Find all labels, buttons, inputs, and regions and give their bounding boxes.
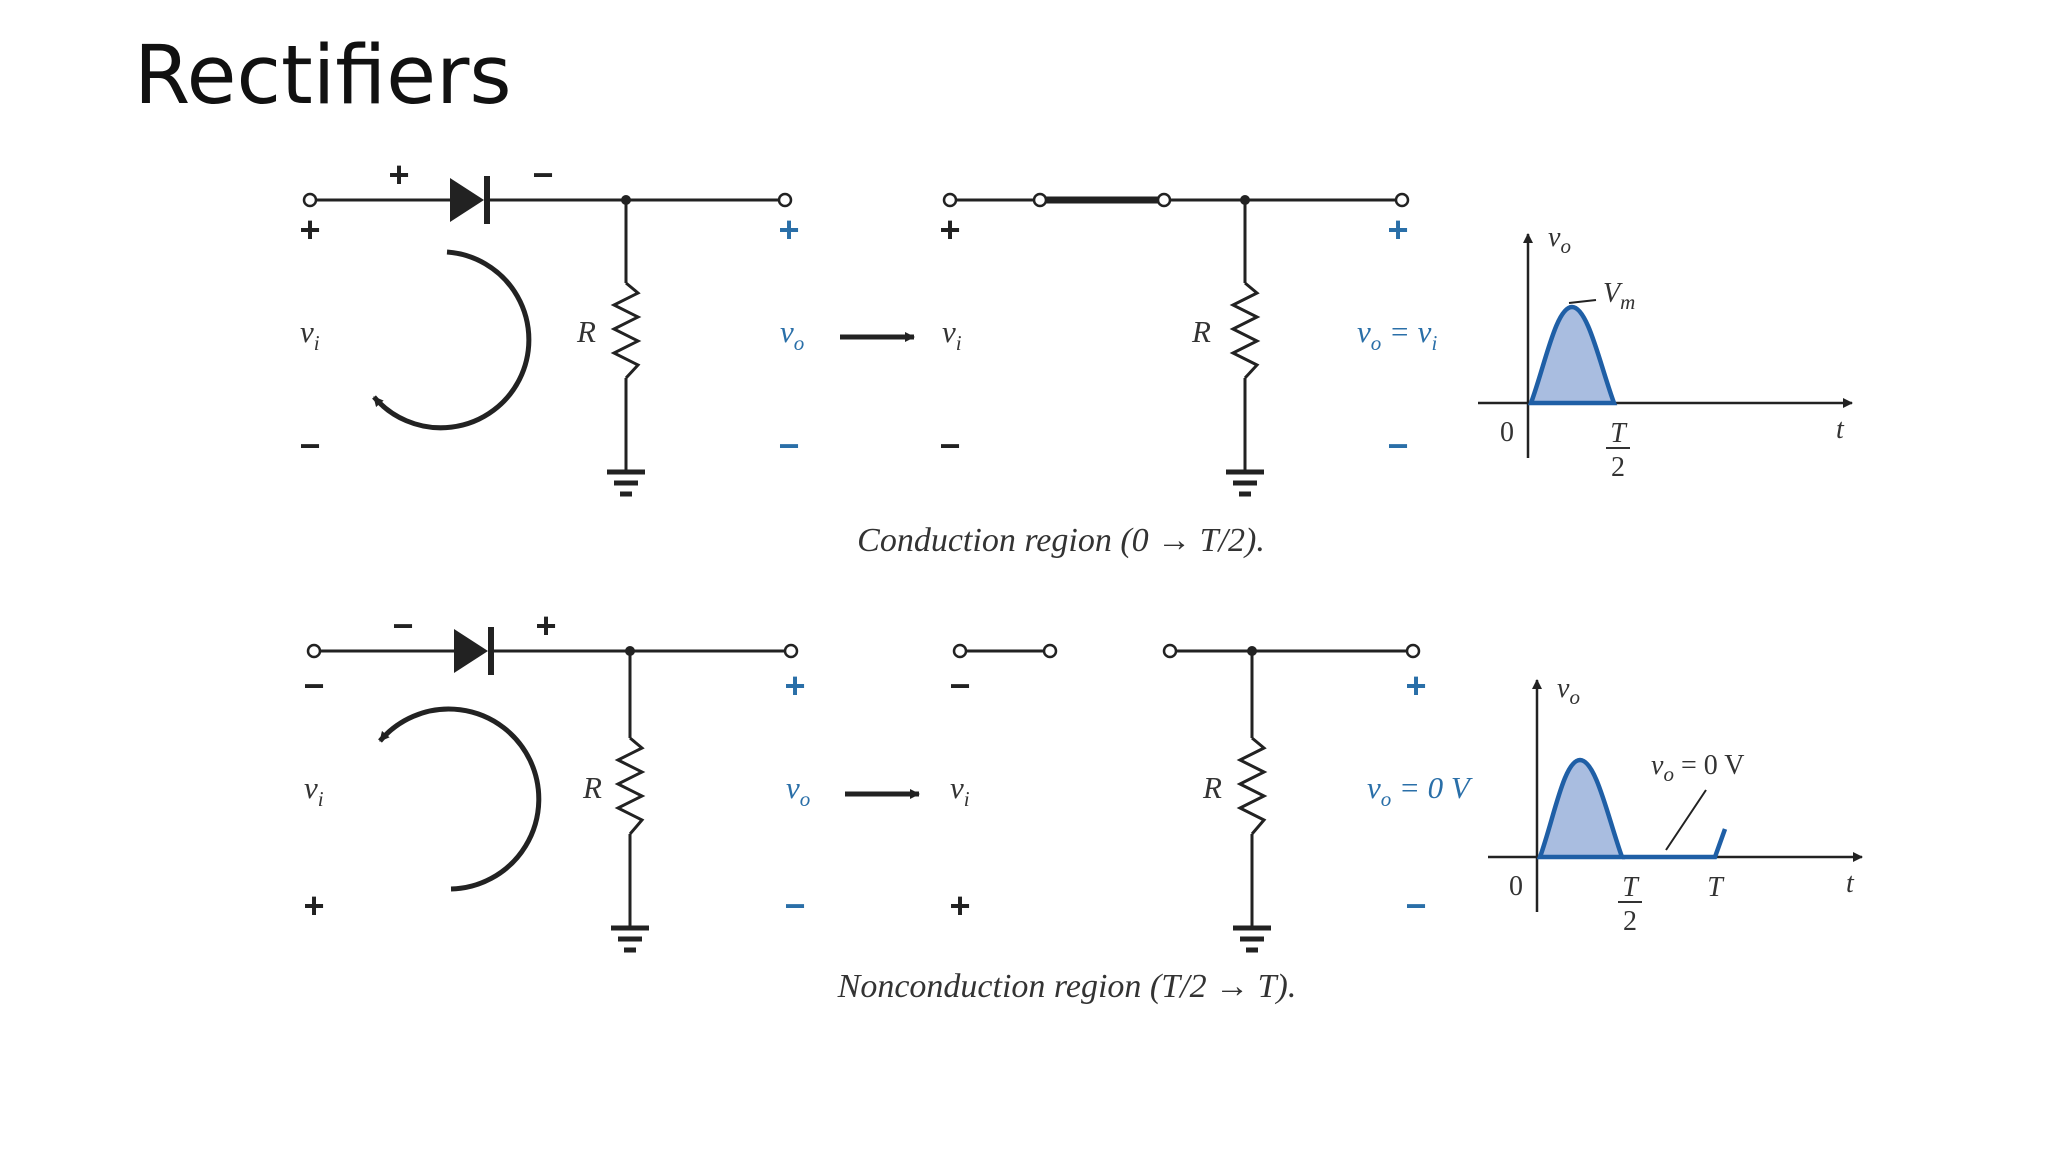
source-label: vi bbox=[304, 770, 324, 811]
source-label: vi bbox=[300, 314, 320, 355]
resistor-label: R bbox=[576, 314, 596, 349]
open-switch-contact bbox=[1042, 643, 1058, 659]
output-top-sign: + bbox=[784, 665, 805, 706]
half-wave-pulse bbox=[1527, 304, 1618, 406]
current-arrow-icon bbox=[372, 249, 532, 431]
source-top-sign: + bbox=[299, 209, 320, 250]
x-axis-label: t bbox=[1846, 868, 1855, 899]
half-period-numerator: T bbox=[1610, 418, 1628, 449]
input-terminal bbox=[306, 643, 322, 659]
origin-label: 0 bbox=[1500, 417, 1514, 448]
source-label: vi bbox=[950, 770, 970, 811]
bottom-output-graph: vo vo = 0 V 0 t T 2 T bbox=[1488, 673, 1863, 937]
top-caption: Conduction region (0 → T/2). bbox=[857, 522, 1265, 559]
switch-contact bbox=[1156, 192, 1172, 208]
ground-icon bbox=[1226, 469, 1264, 497]
half-period-denominator: 2 bbox=[1623, 906, 1637, 937]
bottom-caption: Nonconduction region (T/2 → T). bbox=[837, 968, 1297, 1005]
output-equation: vo = 0 V bbox=[1367, 770, 1473, 811]
top-original-circuit: + − + − vi R + − vo bbox=[299, 154, 804, 497]
input-terminal bbox=[302, 192, 318, 208]
ground-icon bbox=[607, 469, 645, 497]
output-terminal bbox=[783, 643, 799, 659]
source-bottom-sign: − bbox=[939, 425, 960, 466]
bottom-equivalent-circuit: − + vi R + − vo = 0 V bbox=[949, 643, 1473, 953]
input-terminal bbox=[942, 192, 958, 208]
diode-cathode-sign: + bbox=[535, 605, 556, 646]
resistor-label: R bbox=[582, 770, 602, 805]
source-top-sign: + bbox=[939, 209, 960, 250]
output-bottom-sign: − bbox=[784, 885, 805, 926]
current-arrow-icon bbox=[378, 706, 542, 892]
full-period-label: T bbox=[1707, 872, 1725, 903]
resistor-symbol bbox=[1229, 281, 1261, 380]
output-top-sign: + bbox=[1387, 209, 1408, 250]
output-terminal bbox=[1405, 643, 1421, 659]
top-output-graph: vo Vm 0 t T 2 bbox=[1478, 222, 1853, 483]
top-equivalent-circuit: + − vi R + − vo = vi bbox=[939, 192, 1437, 497]
source-bottom-sign: + bbox=[949, 885, 970, 926]
y-axis-label: vo bbox=[1557, 673, 1580, 709]
zero-output-annotation: vo = 0 V bbox=[1651, 750, 1744, 786]
source-top-sign: − bbox=[949, 665, 970, 706]
annotation-leader-line bbox=[1665, 789, 1707, 851]
half-period-denominator: 2 bbox=[1611, 452, 1625, 483]
half-wave-pulse bbox=[1536, 757, 1626, 860]
open-switch-contact bbox=[1162, 643, 1178, 659]
output-top-sign: + bbox=[778, 209, 799, 250]
output-terminal bbox=[777, 192, 793, 208]
source-label: vi bbox=[942, 314, 962, 355]
half-period-numerator: T bbox=[1622, 872, 1640, 903]
diode-symbol bbox=[450, 178, 484, 222]
ground-icon bbox=[1233, 925, 1271, 953]
resistor-symbol bbox=[1236, 736, 1268, 835]
switch-contact bbox=[1032, 192, 1048, 208]
diode-anode-sign: + bbox=[388, 154, 409, 195]
output-bottom-sign: − bbox=[778, 425, 799, 466]
output-equation: vo = vi bbox=[1357, 314, 1437, 355]
source-top-sign: − bbox=[303, 665, 324, 706]
diode-cathode-sign: − bbox=[532, 154, 553, 195]
ground-icon bbox=[611, 925, 649, 953]
resistor-symbol bbox=[610, 281, 642, 380]
diode-anode-sign: − bbox=[392, 605, 413, 646]
diode-symbol bbox=[454, 629, 488, 673]
output-top-sign: + bbox=[1405, 665, 1426, 706]
source-bottom-sign: − bbox=[299, 425, 320, 466]
output-label: vo bbox=[786, 770, 810, 811]
output-label: vo bbox=[780, 314, 804, 355]
peak-leader-line bbox=[1568, 299, 1597, 304]
output-terminal bbox=[1394, 192, 1410, 208]
resistor-label: R bbox=[1191, 314, 1211, 349]
output-bottom-sign: − bbox=[1387, 425, 1408, 466]
resistor-symbol bbox=[614, 736, 646, 835]
y-axis-label: vo bbox=[1548, 222, 1571, 258]
slide-title: Rectifiers bbox=[134, 29, 512, 123]
bottom-original-circuit: − + − + vi R + − vo bbox=[303, 605, 810, 953]
open-switch-contact bbox=[952, 643, 968, 659]
x-axis-label: t bbox=[1836, 414, 1845, 445]
output-bottom-sign: − bbox=[1405, 885, 1426, 926]
source-bottom-sign: + bbox=[303, 885, 324, 926]
zero-output-segment bbox=[1622, 828, 1728, 860]
peak-label: Vm bbox=[1603, 278, 1635, 314]
origin-label: 0 bbox=[1509, 871, 1523, 902]
resistor-label: R bbox=[1202, 770, 1222, 805]
